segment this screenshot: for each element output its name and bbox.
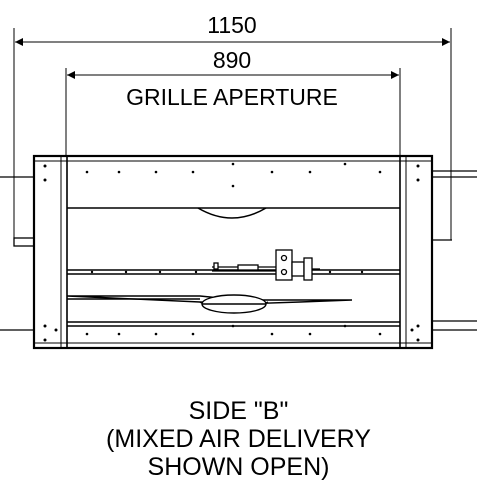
aperture-width-dimension xyxy=(65,68,401,156)
right-duct-stubs xyxy=(432,170,477,331)
aperture-width-value: 890 xyxy=(213,47,251,73)
fastener-dots xyxy=(43,162,420,342)
view-caption-line-2: (MIXED AIR DELIVERY xyxy=(106,425,371,453)
unit-casing xyxy=(32,154,434,350)
grille-aperture-label: GRILLE APERTURE xyxy=(126,84,338,110)
damper-actuator xyxy=(212,249,320,281)
lower-damper-blade xyxy=(66,294,353,314)
left-duct-stubs xyxy=(0,176,35,331)
right-corner-post xyxy=(399,155,433,349)
overall-width-dimension xyxy=(13,28,452,240)
view-caption-line-3: SHOWN OPEN) xyxy=(147,453,330,481)
view-caption-line-1: SIDE "B" xyxy=(188,397,289,425)
overall-width-value: 1150 xyxy=(207,12,256,38)
left-corner-post xyxy=(33,155,68,349)
upper-damper-blade xyxy=(197,207,267,219)
